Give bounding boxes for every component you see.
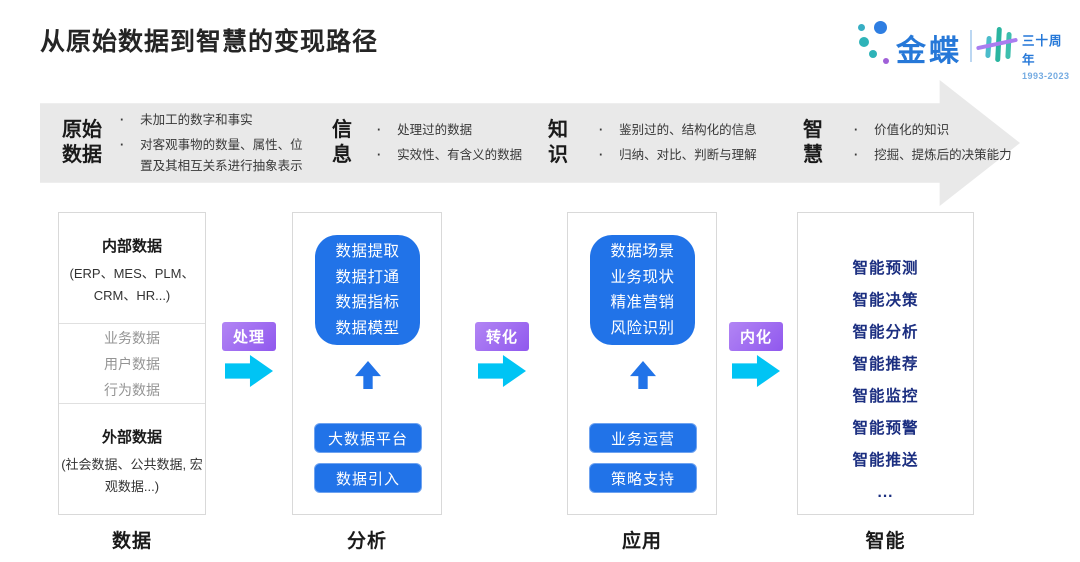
capability-line: 数据打通 [335, 268, 400, 286]
kingdee-dots-icon [869, 50, 877, 58]
divider [59, 403, 205, 404]
stage-knowledge: 知识 鉴别过的、结构化的信息 归纳、对比、判断与理解 [548, 103, 757, 183]
business-operation-button: 业务运营 [589, 423, 697, 453]
analysis-capability-box: 数据提取 数据打通 数据指标 数据模型 [315, 235, 420, 345]
application-capability-box: 数据场景 业务现状 精准营销 风险识别 [590, 235, 695, 345]
section-sub: (社会数据、公共数据, 宏观数据...) [61, 457, 203, 494]
panel-application: 数据场景 业务现状 精准营销 风险识别 业务运营 策略支持 [567, 212, 717, 515]
footer-label-analysis: 分析 [346, 531, 387, 552]
stage-point: 实效性、有含义的数据 [377, 145, 522, 166]
stage-point: 处理过的数据 [377, 120, 522, 141]
arrow-right-icon [225, 355, 273, 387]
panel-intelligence: 智能预测 智能决策 智能分析 智能推荐 智能监控 智能预警 智能推送 ... [797, 212, 974, 515]
connector-internalize: 内化 [728, 322, 784, 387]
data-kind-item: 用户数据 [104, 355, 160, 372]
stage-points: 鉴别过的、结构化的信息 归纳、对比、判断与理解 [599, 120, 757, 166]
kingdee-logo: 金蝶 三十周年 1993-2023 [850, 18, 1075, 81]
panel-analysis: 数据提取 数据打通 数据指标 数据模型 大数据平台 数据引入 [292, 212, 442, 515]
stage-points: 处理过的数据 实效性、有含义的数据 [377, 120, 522, 166]
logo-divider [970, 30, 972, 62]
anniversary-label: 三十周年 [1022, 34, 1063, 67]
stage-term: 智慧 [803, 119, 823, 166]
panel-data-sources: 内部数据 (ERP、MES、PLM、CRM、HR...) 业务数据 用户数据 行… [58, 212, 206, 515]
anniversary-block: 三十周年 1993-2023 [1022, 30, 1075, 81]
capability-line: 数据模型 [335, 319, 400, 337]
footer-label-intelligence: 智能 [865, 531, 906, 552]
stage-point: 挖掘、提炼后的决策能力 [854, 145, 1012, 166]
thirty-anniversary-icon [1005, 31, 1012, 60]
connector-transform: 转化 [474, 322, 530, 387]
intelligence-list: 智能预测 智能决策 智能分析 智能推荐 智能监控 智能预警 智能推送 ... [798, 213, 973, 509]
data-import-button: 数据引入 [314, 463, 422, 493]
brand-name: 金蝶 [896, 35, 962, 68]
intelligence-item: 智能监控 [852, 388, 919, 405]
internal-data-section: 内部数据 (ERP、MES、PLM、CRM、HR...) [59, 213, 205, 323]
capability-line: 数据提取 [335, 243, 400, 260]
stage-information: 信息 处理过的数据 实效性、有含义的数据 [332, 103, 522, 183]
capability-line: 数据场景 [610, 243, 675, 260]
section-heading: 外部数据 [101, 429, 162, 446]
intelligence-item: 智能推送 [852, 452, 919, 469]
stage-points: 未加工的数字和事实 对客观事物的数量、属性、位置及其相互关系进行抽象表示 [120, 110, 310, 177]
connector-pill: 处理 [222, 322, 276, 351]
capability-line: 业务现状 [610, 268, 675, 286]
data-kinds-section: 业务数据 用户数据 行为数据 [59, 324, 205, 403]
kingdee-dots-icon [874, 21, 887, 34]
section-sub: (ERP、MES、PLM、CRM、HR...) [69, 266, 195, 303]
intelligence-item: 智能预警 [852, 420, 919, 437]
footer-label-application: 应用 [621, 531, 662, 552]
page-title: 从原始数据到智慧的变现路径 [40, 28, 379, 56]
data-kind-item: 业务数据 [104, 329, 160, 346]
stage-raw-data: 原始数据 未加工的数字和事实 对客观事物的数量、属性、位置及其相互关系进行抽象表… [62, 103, 310, 183]
connector-pill: 内化 [729, 322, 783, 351]
data-kind-item: 行为数据 [104, 381, 160, 398]
big-data-platform-button: 大数据平台 [314, 423, 422, 453]
divider [59, 323, 205, 324]
arrow-up-icon [630, 361, 656, 389]
arrow-right-icon [478, 355, 526, 387]
kingdee-dots-icon [858, 24, 865, 31]
stage-point: 归纳、对比、判断与理解 [599, 145, 757, 166]
stage-term: 原始数据 [62, 119, 102, 166]
intelligence-item: 智能预测 [852, 260, 919, 277]
capability-line: 数据指标 [335, 294, 400, 311]
arrow-right-icon [732, 355, 780, 387]
arrow-up-icon [355, 361, 381, 389]
stage-term: 信息 [332, 119, 352, 166]
thirty-anniversary-icon [976, 23, 1018, 67]
kingdee-dots-icon [859, 37, 869, 47]
connector-pill: 转化 [475, 322, 529, 351]
intelligence-item: 智能分析 [852, 324, 919, 341]
connector-process: 处理 [221, 322, 277, 387]
capability-line: 精准营销 [610, 294, 675, 311]
intelligence-item: 智能决策 [852, 292, 919, 309]
stage-point: 价值化的知识 [854, 120, 1012, 141]
intelligence-item: ... [877, 484, 894, 501]
stage-term: 知识 [548, 119, 568, 166]
external-data-section: 外部数据 (社会数据、公共数据, 宏观数据...) [59, 404, 205, 498]
section-heading: 内部数据 [101, 238, 162, 255]
dikw-banner: 原始数据 未加工的数字和事实 对客观事物的数量、属性、位置及其相互关系进行抽象表… [40, 103, 1020, 183]
kingdee-dots-icon [883, 58, 889, 64]
capability-line: 风险识别 [610, 319, 675, 337]
anniversary-years: 1993-2023 [1022, 71, 1070, 81]
strategy-support-button: 策略支持 [589, 463, 697, 493]
stage-point: 未加工的数字和事实 [120, 110, 310, 131]
stage-wisdom: 智慧 价值化的知识 挖掘、提炼后的决策能力 [803, 103, 1012, 183]
stage-points: 价值化的知识 挖掘、提炼后的决策能力 [854, 120, 1012, 166]
footer-label-data: 数据 [111, 531, 152, 552]
stage-point: 对客观事物的数量、属性、位置及其相互关系进行抽象表示 [120, 135, 310, 177]
stage-point: 鉴别过的、结构化的信息 [599, 120, 757, 141]
intelligence-item: 智能推荐 [852, 356, 919, 373]
